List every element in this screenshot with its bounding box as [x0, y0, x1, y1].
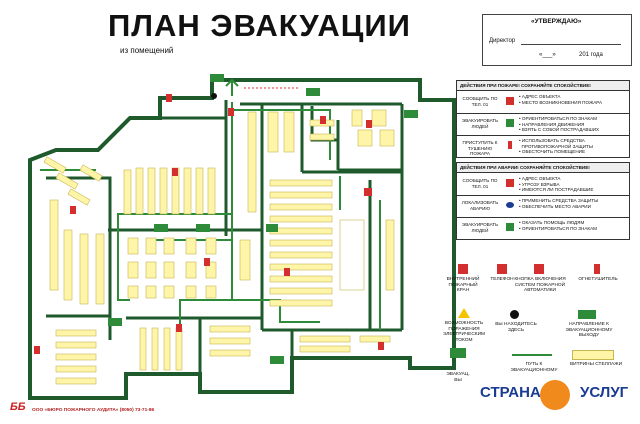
evacuation-exit-icon — [578, 310, 596, 319]
fire-action-row: ПРИСТУПИТЬ К ТУШЕНИЮ ПОЖАРА • ИСПОЛЬЗОВА… — [457, 135, 629, 157]
legend-label: ВЫ НАХОДИТЕСЬ ЗДЕСЬ — [495, 322, 537, 333]
approval-year: 201 года — [579, 52, 603, 58]
accident-action-label: ЛОКАЛИЗОВАТЬ АВАРИЮ — [461, 200, 499, 211]
legend-label: НАПРАВЛЕНИЕ К ЭВАКУАЦИОННОМУ ВЫХОДУ — [565, 322, 613, 338]
extinguisher-icon — [594, 264, 600, 274]
legend-label: ПУТЬ К ЭВАКУАЦИОННОМУ — [510, 362, 558, 373]
evac-exit-sign-icon — [450, 348, 466, 358]
accident-action-row: СООБЩИТЬ ПО ТЕЛ. 01 • АДРЕС ОБЪЕКТА • УГ… — [457, 173, 629, 196]
fire-actions-panel: ДЕЙСТВИЯ ПРИ ПОЖАРЕ! СОХРАНЯЙТЕ СПОКОЙСТ… — [456, 80, 630, 158]
accident-action-text: • ПРИМЕНИТЬ СРЕДСТВА ЗАЩИТЫ • ОБЕСПЕЧИТЬ… — [519, 198, 599, 209]
fire-action-text: • АДРЕС ОБЪЕКТА • МЕСТО ВОЗНИКНОВЕНИЯ ПО… — [519, 94, 603, 105]
exit-icon — [505, 222, 515, 232]
fire-action-row: СООБЩИТЬ ПО ТЕЛ. 01 • АДРЕС ОБЪЕКТА • МЕ… — [457, 91, 629, 114]
fire-action-text: • ОРИЕНТИРОВАТЬСЯ ПО ЗНАКАМ • НАПРАВЛЕНИ… — [519, 116, 600, 132]
page-subtitle: из помещений — [120, 46, 174, 55]
phone-icon — [505, 96, 515, 106]
accident-action-text: • ОКАЗАТЬ ПОМОЩЬ ЛЮДЯМ • ОРИЕНТИРОВАТЬСЯ… — [519, 220, 597, 231]
inner-walls — [46, 100, 404, 374]
accident-action-text: • АДРЕС ОБЪЕКТА • УГРОЗУ ВЗРЫВА • ИМЕЮТС… — [519, 176, 594, 192]
high-voltage-icon — [458, 308, 470, 318]
legend-label: ТЕЛЕФОН — [490, 277, 514, 282]
fire-action-text: • ИСПОЛЬЗОВАТЬ СРЕДСТВА ПРОТИВОПОЖАРНОЙ … — [519, 138, 593, 154]
shelves — [43, 109, 395, 385]
fire-hydrant-icon — [458, 264, 468, 274]
badge-text-left: СТРАНА — [480, 384, 541, 401]
approval-heading: «УТВЕРЖДАЮ» — [531, 18, 582, 25]
exit-icon — [505, 118, 515, 128]
accident-actions-panel: ДЕЙСТВИЯ ПРИ АВАРИИ! СОХРАНЯЙТЕ СПОКОЙСТ… — [456, 162, 630, 240]
fire-action-label: ПРИСТУПИТЬ К ТУШЕНИЮ ПОЖАРА — [462, 140, 498, 156]
accident-action-label: СООБЩИТЬ ПО ТЕЛ. 01 — [462, 178, 498, 189]
approval-director: Директор — [489, 38, 516, 44]
accident-action-row: ЭВАКУИРОВАТЬ ЛЮДЕЙ • ОКАЗАТЬ ПОМОЩЬ ЛЮДЯ… — [457, 217, 629, 239]
exit-signs — [108, 74, 418, 364]
fire-button-icon — [534, 264, 544, 274]
approval-box: «УТВЕРЖДАЮ» Директор «___» 201 года — [482, 14, 632, 66]
legend-label: ВНУТРЕННИЙ ПОЖАРНЫЙ КРАН — [446, 277, 480, 293]
legend-label: КНОПКА ВКЛЮЧЕНИЯ СИСТЕМ ПОЖАРНОЙ АВТОМАТ… — [514, 277, 566, 293]
phone-icon — [505, 178, 515, 188]
accident-actions-heading: ДЕЙСТВИЯ ПРИ АВАРИИ! СОХРАНЯЙТЕ СПОКОЙСТ… — [457, 163, 629, 173]
approval-date: «___» — [539, 52, 556, 58]
you-are-here-icon — [510, 310, 519, 319]
shelves-icon — [572, 350, 614, 360]
fire-equipment-markers — [34, 94, 384, 354]
badge-text-right: УСЛУГ — [580, 384, 629, 401]
legend-label: ВОЗМОЖНОСТЬ ПОРАЖЕНИЯ ЭЛЕКТРИЧЕСКИМ ТОКО… — [442, 321, 486, 343]
phone-icon — [497, 264, 507, 274]
footer-text: ООО «БЮРО ПОЖАРНОГО АУДИТА» (8050) 73-71… — [32, 408, 155, 413]
accident-action-label: ЭВАКУИРОВАТЬ ЛЮДЕЙ — [461, 222, 499, 233]
evac-path-icon — [512, 354, 552, 356]
legend-label: ВИТРИНЫ СТЕЛЛАЖИ — [569, 362, 623, 367]
approval-signature-line — [521, 44, 621, 45]
fire-action-label: ЭВАКУИРОВАТЬ ЛЮДЕЙ — [461, 118, 499, 129]
legend-label: ОГНЕТУШИТЕЛЬ — [578, 277, 618, 282]
handshake-icon — [540, 380, 570, 410]
you-are-here-marker — [211, 93, 217, 99]
extinguisher-icon — [505, 140, 515, 150]
exit-arrow — [225, 78, 239, 96]
company-logo: ББ — [10, 401, 26, 413]
fire-action-label: СООБЩИТЬ ПО ТЕЛ. 01 — [462, 96, 498, 107]
mask-icon — [505, 200, 515, 210]
accident-action-row: ЛОКАЛИЗОВАТЬ АВАРИЮ • ПРИМЕНИТЬ СРЕДСТВА… — [457, 195, 629, 218]
legend-label: ЭВАКУАЦ. ВЫ — [446, 372, 470, 383]
fire-action-row: ЭВАКУИРОВАТЬ ЛЮДЕЙ • ОРИЕНТИРОВАТЬСЯ ПО … — [457, 113, 629, 136]
fire-actions-heading: ДЕЙСТВИЯ ПРИ ПОЖАРЕ! СОХРАНЯЙТЕ СПОКОЙСТ… — [457, 81, 629, 91]
page-title: ПЛАН ЭВАКУАЦИИ — [108, 8, 411, 43]
strana-uslug-badge: СТРАНА УСЛУГ — [478, 374, 632, 416]
